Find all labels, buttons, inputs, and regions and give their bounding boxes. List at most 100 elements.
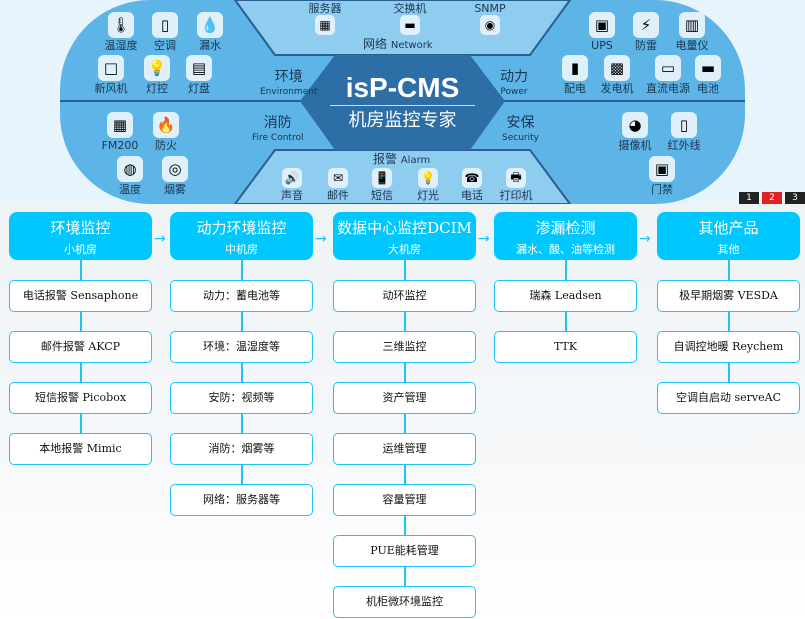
breaker-icon: ▮ [562,55,588,81]
logo-subtitle: 机房监控专家 [348,110,457,131]
telephone-icon: ☎ [462,168,482,188]
pager-3[interactable]: 3 [785,192,805,204]
access-control-icon: ▣ [649,156,675,182]
net-item-snmp: SNMP◉ [470,1,510,35]
surge-protector-icon: ⚡ [633,12,659,38]
security-item-camera: ◕摄像机 [615,112,655,152]
dc-power-icon: ▭ [655,55,681,81]
product-item[interactable]: 三维监控 [333,331,476,363]
product-item[interactable]: 空调自启动 serveAC [657,382,800,414]
product-item[interactable]: 资产管理 [333,382,476,414]
fire-icon: 🔥 [153,112,179,138]
alarm-item-printer: 🖶打印机 [499,168,533,202]
product-item[interactable]: 动环监控 [333,280,476,312]
column-header: 环境监控小机房 [9,212,152,260]
column-header: 渗漏检测漏水、酸、油等检测 [494,212,637,260]
alarm-item-phone: ☎电话 [452,168,492,202]
env-item-fresh-air: □新风机 [91,55,131,95]
pager-1[interactable]: 1 [739,192,759,204]
env-item-temp-humidity: 🌡温湿度 [101,12,141,52]
env-item-ac: ▯空调 [145,12,185,52]
smoke-detector-icon: ◎ [162,156,188,182]
product-item[interactable]: 运维管理 [333,433,476,465]
fire-item-fire: 🔥防火 [146,112,186,152]
product-item[interactable]: TTK [494,331,637,363]
infrared-sensor-icon: ▯ [671,112,697,138]
product-item[interactable]: 短信报警 Picobox [9,382,152,414]
heat-detector-icon: ◍ [117,156,143,182]
product-item[interactable]: 自调控地暖 Reychem [657,331,800,363]
envelope-icon: ✉ [328,168,348,188]
product-item[interactable]: 安防：视频等 [170,382,313,414]
power-item-battery: ▬电池 [688,55,728,95]
fire-item-temp: ◍温度 [110,156,150,196]
banner-background [60,0,745,204]
switch-icon: ▬ [400,15,420,35]
product-item[interactable]: 网络：服务器等 [170,484,313,516]
net-item-server: 服务器▦ [305,1,345,35]
power-meter-icon: ▥ [679,12,705,38]
battery-icon: ▬ [695,55,721,81]
fire-item-fm200: ▦FM200 [100,112,140,152]
speaker-icon: 🔊 [282,168,302,188]
product-flowchart: 环境监控小机房电话报警 Sensaphone 邮件报警 AKCP 短信报警 Pico… [0,204,805,619]
column-subtitle: 小机房 [64,243,97,256]
printer-icon: 🖶 [506,168,526,188]
product-item[interactable]: 机柜微环境监控 [333,586,476,618]
slide-pager: 1 2 3 [736,192,805,204]
light-panel-icon: ▤ [186,55,212,81]
column-header: 其他产品其他 [657,212,800,260]
product-item[interactable]: 消防：烟雾等 [170,433,313,465]
power-item-generator: ▩发电机 [597,55,637,95]
arrow-icon: → [639,231,651,247]
security-item-access: ▣门禁 [642,156,682,196]
alarm-item-sms: 📱短信 [362,168,402,202]
product-item[interactable]: PUE能耗管理 [333,535,476,567]
env-item-light-control: 💡灯控 [137,55,177,95]
product-item[interactable]: 动力：蓄电池等 [170,280,313,312]
alarm-light-icon: 💡 [418,168,438,188]
power-item-lightning: ⚡防雷 [626,12,666,52]
product-item[interactable]: 容量管理 [333,484,476,516]
net-item-switch: 交换机▬ [390,1,430,35]
product-item[interactable]: 环境：温湿度等 [170,331,313,363]
category-alarm: 报警 Alarm [373,152,431,166]
column-title: 环境监控 [50,219,111,237]
snmp-icon: ◉ [480,15,500,35]
server-icon: ▦ [315,15,335,35]
arrow-icon: → [478,231,490,247]
fm200-icon: ▦ [107,112,133,138]
column-header: 动力环境监控中机房 [170,212,313,260]
security-item-infrared: ▯红外线 [664,112,704,152]
pager-2[interactable]: 2 [762,192,782,204]
alarm-item-light: 💡灯光 [408,168,448,202]
phone-sms-icon: 📱 [372,168,392,188]
product-item[interactable]: 极早期烟雾 VESDA [657,280,800,312]
env-item-leak: 💧漏水 [190,12,230,52]
power-item-ups: ▣UPS [582,12,622,52]
ups-icon: ▣ [589,12,615,38]
fire-item-smoke: ◎烟雾 [155,156,195,196]
arrow-icon: → [154,231,166,247]
thermometer-icon: 🌡 [108,12,134,38]
product-item[interactable]: 邮件报警 AKCP [9,331,152,363]
logo: isP-CMS 机房监控专家 [330,72,475,132]
alarm-item-email: ✉邮件 [318,168,358,202]
power-item-dc: ▭直流电源 [643,55,693,95]
column-subtitle: 大机房 [388,243,421,256]
arrow-icon: → [315,231,327,247]
water-drop-icon: 💧 [197,12,223,38]
product-item[interactable]: 电话报警 Sensaphone [9,280,152,312]
bulb-icon: 💡 [144,55,170,81]
column-title: 其他产品 [698,219,759,237]
category-network: 网络 Network [363,37,433,51]
logo-title: isP-CMS [330,72,475,106]
product-item[interactable]: 本地报警 Mimic [9,433,152,465]
column-subtitle: 漏水、酸、油等检测 [516,243,615,256]
generator-icon: ▩ [604,55,630,81]
product-item[interactable]: 瑞森 Leadsen [494,280,637,312]
